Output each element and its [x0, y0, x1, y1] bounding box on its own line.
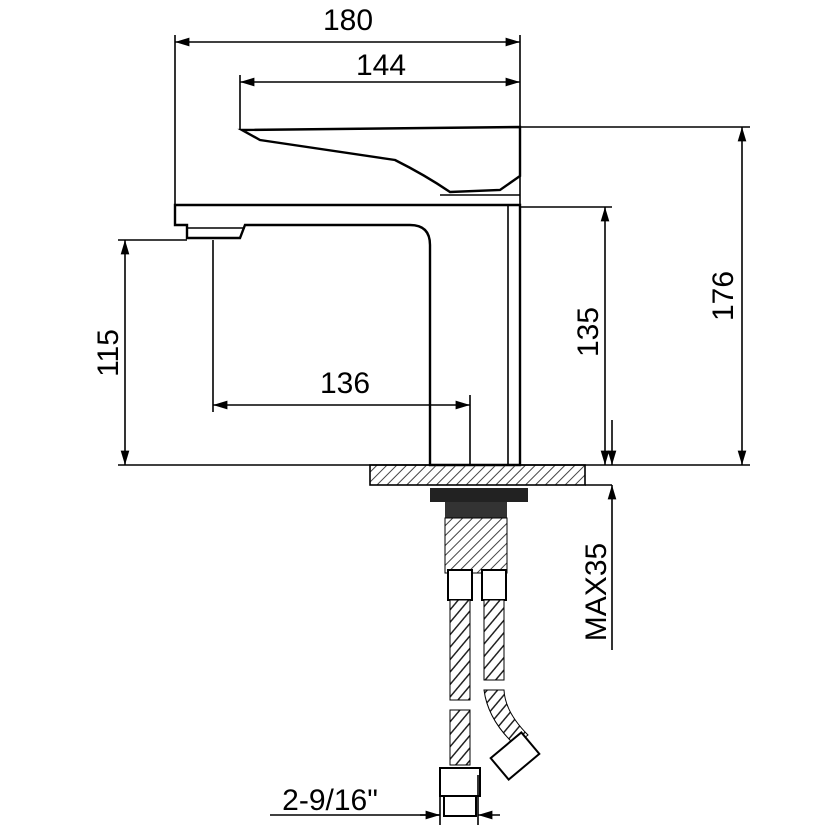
faucet-body — [173, 125, 522, 467]
supply-hoses — [439, 569, 541, 817]
countertop-section — [369, 464, 586, 486]
dim-overall-length: 180 — [323, 4, 373, 37]
dim-max-counter-thickness: MAX35 — [580, 543, 613, 641]
mounting-shank — [430, 488, 528, 574]
dimension-lines — [120, 37, 747, 820]
dim-connection-spacing: 2-9/16" — [282, 784, 378, 817]
extension-lines — [118, 35, 750, 825]
dim-overall-height: 176 — [707, 271, 740, 321]
dim-spout-reach: 136 — [320, 367, 370, 400]
dim-spout-clearance: 115 — [92, 329, 125, 377]
dim-body-height: 135 — [572, 307, 605, 357]
dim-handle-length: 144 — [356, 49, 406, 82]
